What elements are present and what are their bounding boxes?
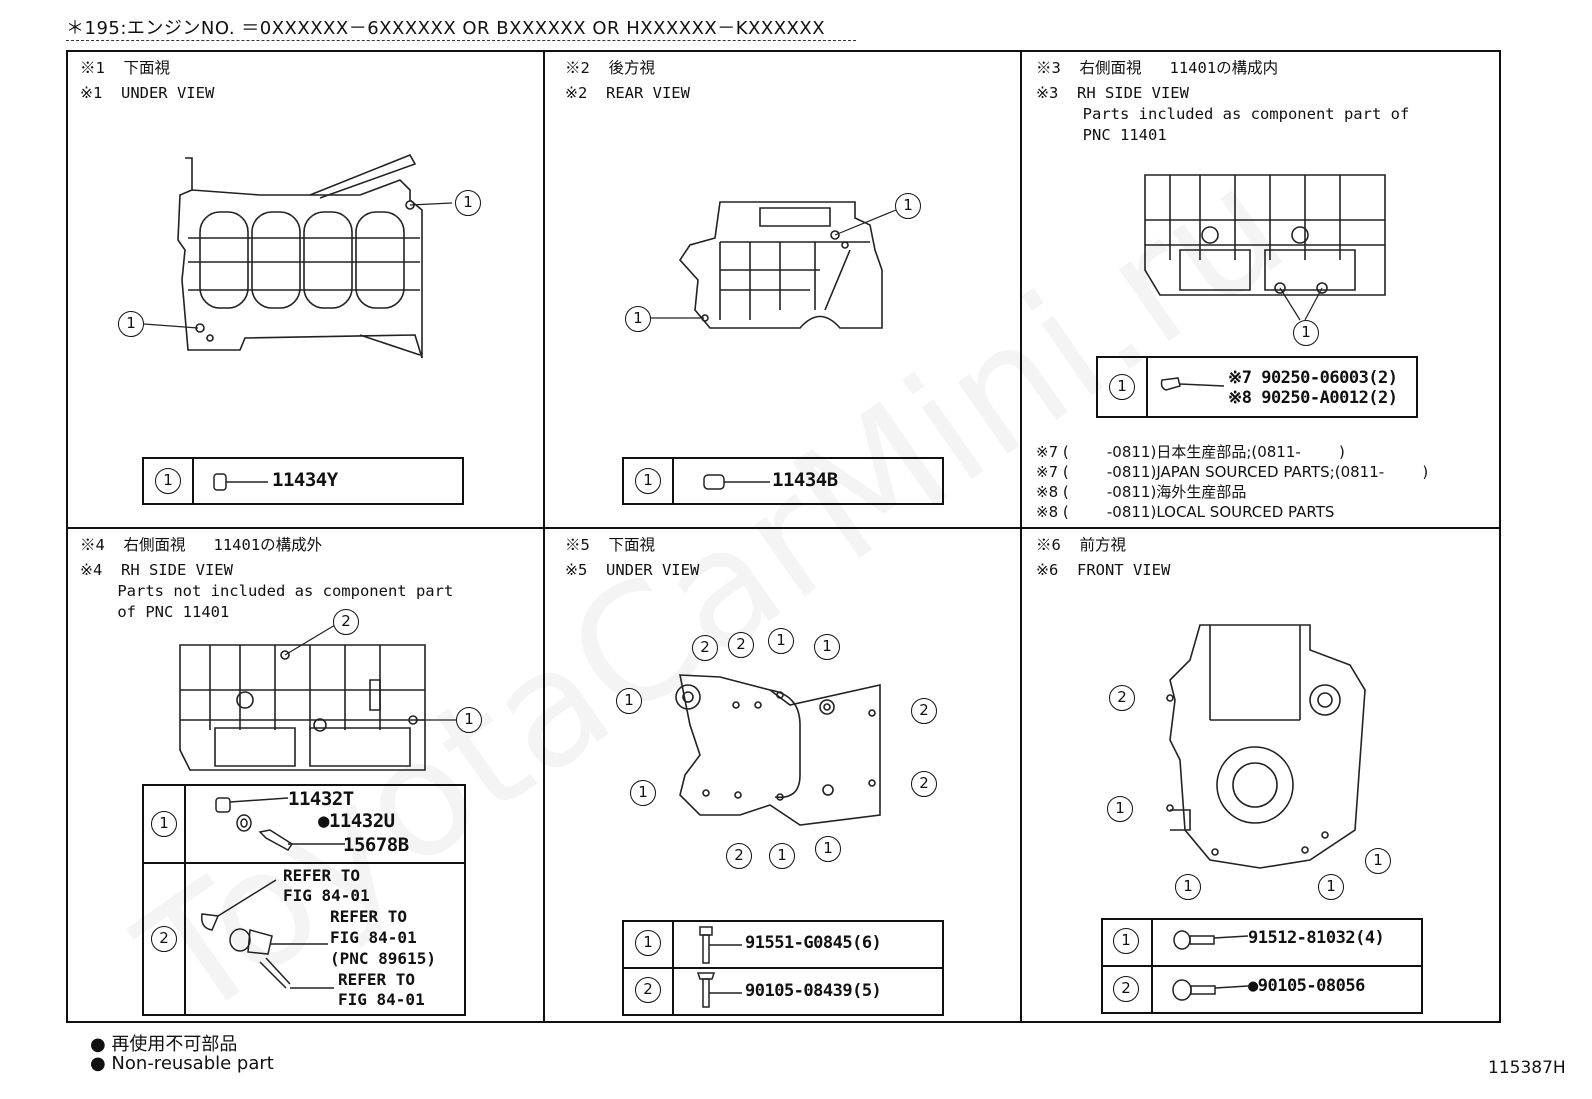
callout-1: 1 — [814, 634, 840, 660]
parts-table — [142, 784, 466, 1016]
part-number: 11434Y — [272, 469, 338, 491]
callout-1: 1 — [769, 843, 795, 869]
table-row-divider — [622, 967, 944, 969]
panel-divider-v1 — [543, 50, 545, 1023]
callout-1: 1 — [895, 193, 921, 219]
panel-title-jp: ※2 後方視 — [565, 59, 655, 77]
parts-table — [1096, 356, 1418, 418]
callout-1: 1 — [625, 306, 651, 332]
panel-title-jp: ※6 前方視 — [1036, 536, 1126, 554]
callout-2: 2 — [728, 632, 754, 658]
reference-note: REFER TO FIG 84-01 — [338, 970, 425, 1009]
callout-1: 1 — [1318, 874, 1344, 900]
part-number: 11432T — [288, 788, 354, 810]
table-row-divider — [142, 862, 466, 864]
diagram-frame — [66, 50, 1501, 1023]
callout-1: 1 — [118, 311, 144, 337]
part-number-b: ※8 90250-A0012(2) — [1228, 388, 1398, 408]
panel-title-en: ※2 REAR VIEW — [565, 84, 690, 102]
panel-divider-v2 — [1020, 50, 1022, 1023]
table-ref-1: 1 — [635, 468, 661, 494]
bolt-icons — [694, 925, 744, 1011]
callout-1: 1 — [455, 190, 481, 216]
plug-icon — [210, 470, 270, 494]
cylinder-block-rear-drawing — [620, 190, 910, 350]
plug-washer-bolt-icons — [210, 792, 350, 858]
callout-1: 1 — [616, 688, 642, 714]
callout-2: 2 — [911, 698, 937, 724]
parts-table — [622, 457, 944, 505]
cylinder-block-rh-drawing — [175, 640, 435, 775]
callout-2: 2 — [911, 771, 937, 797]
cylinder-block-rh-drawing — [1140, 170, 1395, 305]
parts-table — [142, 457, 464, 505]
legend-non-reusable-en: ● Non-reusable part — [90, 1053, 274, 1074]
table-ref-1: 1 — [155, 468, 181, 494]
panel-title-jp: ※4 右側面視 11401の構成外 — [80, 536, 323, 554]
panel-title-jp: ※3 右側面視 11401の構成内 — [1036, 59, 1279, 77]
part-number-a: ※7 90250-06003(2) — [1228, 368, 1398, 388]
table-ref-2: 2 — [151, 926, 177, 952]
table-ref-1: 1 — [1109, 374, 1135, 400]
callout-1: 1 — [768, 628, 794, 654]
header-underline — [66, 40, 856, 41]
note-line: ※8 ( -0811)海外生産部品 — [1036, 483, 1247, 501]
callout-2: 2 — [692, 635, 718, 661]
callout-1: 1 — [1107, 796, 1133, 822]
table-divider — [184, 784, 186, 1016]
callout-1: 1 — [1365, 848, 1391, 874]
part-number: ●90105-08056 — [1248, 976, 1365, 996]
table-ref-1: 1 — [151, 811, 177, 837]
callout-1: 1 — [1175, 874, 1201, 900]
grommet-clip-connector-icons — [196, 870, 346, 1010]
panel-title-en: ※5 UNDER VIEW — [565, 561, 700, 579]
callout-1: 1 — [456, 707, 482, 733]
part-number: 15678B — [343, 834, 409, 856]
plug-icon — [700, 470, 772, 494]
figure-id: 115387H — [1488, 1058, 1566, 1078]
panel-title-en: ※3 RH SIDE VIEW — [1036, 84, 1189, 102]
reference-note: REFER TO FIG 84-01 (PNC 89615) — [330, 907, 436, 968]
table-ref-1: 1 — [635, 930, 661, 956]
callout-2: 2 — [333, 609, 359, 635]
plug-icon — [1158, 372, 1228, 398]
cylinder-block-front-drawing — [1160, 620, 1375, 870]
panel-divider-h — [66, 527, 1501, 529]
callout-1: 1 — [815, 836, 841, 862]
panel-title-en: ※6 FRONT VIEW — [1036, 561, 1171, 579]
table-ref-2: 2 — [635, 977, 661, 1003]
panel-title-jp: ※1 下面視 — [80, 59, 170, 77]
table-divider — [1146, 356, 1148, 418]
panel-title-en: ※4 RH SIDE VIEW — [80, 561, 233, 579]
part-number: 91551-G0845(6) — [745, 933, 882, 953]
note-line: ※8 ( -0811)LOCAL SOURCED PARTS — [1036, 503, 1335, 521]
callout-1: 1 — [1293, 320, 1319, 346]
table-divider — [192, 457, 194, 505]
panel-title-en: ※1 UNDER VIEW — [80, 84, 215, 102]
part-number: 11434B — [772, 469, 838, 491]
engine-number-note: ＊195:エンジンNO. ＝0XXXXXX－6XXXXXX OR BXXXXXX… — [66, 18, 826, 39]
table-row-divider — [1101, 965, 1423, 967]
part-number: 91512-81032(4) — [1248, 928, 1385, 948]
oil-pan-under-drawing — [660, 665, 890, 835]
table-divider — [672, 457, 674, 505]
part-number: 90105-08439(5) — [745, 981, 882, 1001]
callout-1: 1 — [630, 780, 656, 806]
part-number: ●11432U — [318, 810, 395, 832]
reference-note: REFER TO FIG 84-01 — [283, 866, 370, 905]
panel-title-jp: ※5 下面視 — [565, 536, 655, 554]
callout-2: 2 — [1109, 685, 1135, 711]
table-ref-2: 2 — [1113, 976, 1139, 1002]
table-ref-1: 1 — [1113, 928, 1139, 954]
note-line: ※7 ( -0811)日本生産部品;(0811- ) — [1036, 443, 1345, 461]
cylinder-block-under-drawing — [110, 150, 490, 370]
callout-2: 2 — [726, 843, 752, 869]
note-line: ※7 ( -0811)JAPAN SOURCED PARTS;(0811- ) — [1036, 463, 1429, 481]
panel-description: Parts included as component part of PNC … — [1082, 105, 1410, 144]
panel-description: Parts not included as component part of … — [117, 582, 454, 621]
legend-non-reusable-jp: ● 再使用不可部品 — [90, 1034, 238, 1055]
bolt-icons — [1170, 924, 1250, 1010]
